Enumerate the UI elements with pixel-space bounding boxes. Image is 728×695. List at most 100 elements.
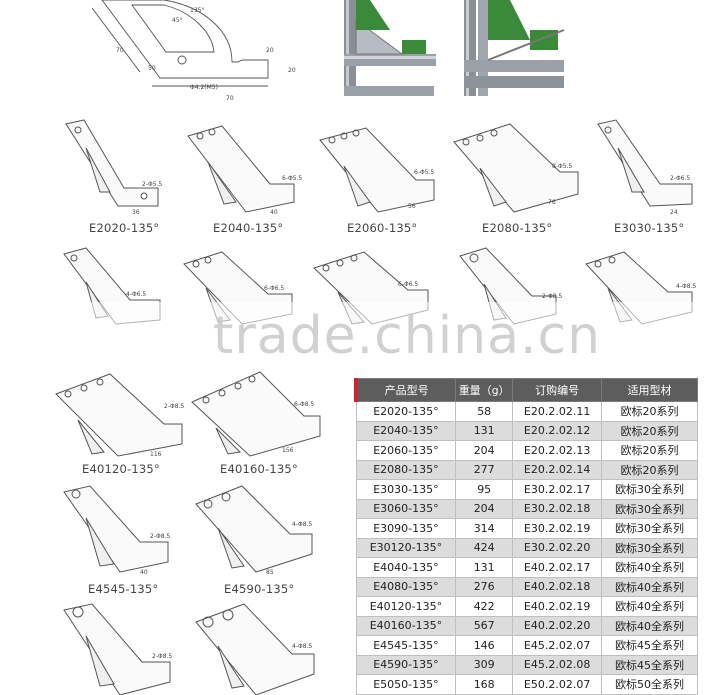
cell: 欧标20系列	[601, 440, 698, 461]
cell: E50.2.02.07	[512, 674, 603, 695]
cell: E40.2.02.19	[512, 596, 603, 617]
bracket-drawing-e3030: 2-Φ6.5 24	[597, 119, 693, 216]
bracket-label: E2040-135°	[213, 221, 284, 235]
watermark-band	[0, 302, 728, 362]
cell: E40.2.02.20	[512, 615, 603, 636]
drawing-dim: 24	[670, 209, 678, 216]
cell: E3090-135°	[355, 518, 457, 539]
top-technical-drawing: 135° 45° 70 20 20 50 Φ4.2(M5) 70	[92, 0, 296, 102]
cell: 204	[455, 498, 514, 519]
dim-text: 45°	[172, 17, 183, 24]
drawing-dim: 40	[270, 209, 278, 216]
cell: 422	[455, 596, 514, 617]
cell: E5050-135°	[355, 674, 457, 695]
bracket-label: E40160-135°	[220, 462, 298, 476]
col-header-order-no: 订购编号	[512, 378, 603, 402]
bracket-label: E3030-135°	[614, 221, 685, 235]
dim-text: 70	[226, 95, 234, 102]
drawing-dim: 36	[132, 209, 140, 216]
cell: E40120-135°	[355, 596, 457, 617]
cell: E2080-135°	[355, 459, 457, 480]
table-header-row: 产品型号 重量（g） 订购编号 适用型材	[354, 378, 698, 402]
cell: E4545-135°	[355, 635, 457, 656]
dim-text: 70	[116, 47, 124, 54]
drawing-note: 2-Φ8.5	[152, 653, 172, 660]
cell: 欧标20系列	[601, 401, 698, 422]
dim-text: Φ4.2(M5)	[190, 84, 218, 91]
drawing-note: 6-Φ6.5	[398, 281, 418, 288]
bracket-label: E40120-135°	[82, 462, 160, 476]
cell: E30.2.02.20	[512, 537, 603, 558]
cell: 欧标45全系列	[601, 635, 698, 656]
watermark: trade.china.cn	[213, 306, 602, 366]
drawing-note: 2-Φ6.5	[670, 175, 690, 182]
cell: 204	[455, 440, 514, 461]
cell: 欧标40全系列	[601, 576, 698, 597]
bracket-drawing-e40160: 6-Φ8.5 156	[191, 371, 321, 457]
cell: E30.2.02.18	[512, 498, 603, 519]
cell: 168	[455, 674, 514, 695]
drawing-note: 2-Φ5.5	[142, 181, 162, 188]
drawing-note: 6-Φ5.5	[414, 169, 434, 176]
cell: E4590-135°	[355, 654, 457, 675]
bracket-drawing-e40120: 2-Φ8.5 116	[55, 373, 184, 458]
cell: E30.2.02.17	[512, 479, 603, 500]
drawing-note: 6-Φ6.5	[264, 285, 284, 292]
dim-text: 20	[266, 47, 274, 54]
bracket-drawing-row5-a: 2-Φ8.5	[63, 603, 172, 695]
cell: E45.2.02.08	[512, 654, 603, 675]
cell: E45.2.02.07	[512, 635, 603, 656]
bracket-label: E4590-135°	[224, 582, 295, 596]
cell: E20.2.02.11	[512, 401, 603, 422]
bracket-drawing-e4590: 4-Φ8.5 85	[195, 485, 313, 576]
frame-photo-2	[464, 0, 565, 96]
cell: E2020-135°	[355, 401, 457, 422]
bracket-drawing-e2040: 6-Φ5.5 40	[187, 125, 302, 216]
cell: E4040-135°	[355, 557, 457, 578]
drawing-note: 2-Φ8.5	[150, 533, 170, 540]
cell: 131	[455, 557, 514, 578]
drawing-note: 4-Φ8.5	[292, 521, 312, 528]
dim-text: 135°	[190, 7, 204, 14]
drawing-note: 8-Φ5.5	[552, 163, 572, 170]
drawing-dim: 40	[140, 569, 148, 576]
cell: E40.2.02.17	[512, 557, 603, 578]
cell: 95	[455, 479, 514, 500]
cell: E4080-135°	[355, 576, 457, 597]
cell: 欧标30全系列	[601, 498, 698, 519]
cell: 欧标30全系列	[601, 518, 698, 539]
bracket-drawing-e4545: 2-Φ8.5 40	[63, 485, 170, 576]
cell: E40.2.02.18	[512, 576, 603, 597]
cell: 欧标40全系列	[601, 596, 698, 617]
col-header-model: 产品型号	[354, 378, 457, 402]
dim-text: 50	[148, 65, 156, 72]
drawing-dim: 76	[548, 199, 556, 206]
cell: 欧标45全系列	[601, 654, 698, 675]
drawing-dim: 116	[150, 451, 162, 458]
cell: 欧标30全系列	[601, 537, 698, 558]
bracket-drawing-e2060: 6-Φ5.5 56	[319, 127, 435, 213]
bracket-drawing-row5-b: 4-Φ8.5	[195, 603, 315, 695]
cell: E3030-135°	[355, 479, 457, 500]
col-header-weight: 重量（g）	[455, 378, 514, 402]
frame-photo-1	[344, 0, 436, 96]
drawing-dim: 85	[266, 569, 274, 576]
drawing-note: 6-Φ5.5	[282, 175, 302, 182]
cell: 欧标40全系列	[601, 557, 698, 578]
drawing-note: 4-Φ8.5	[292, 643, 312, 650]
cell: E20.2.02.12	[512, 420, 603, 441]
bracket-label: E2080-135°	[482, 221, 553, 235]
drawing-note: 2-Φ8.5	[164, 403, 184, 410]
